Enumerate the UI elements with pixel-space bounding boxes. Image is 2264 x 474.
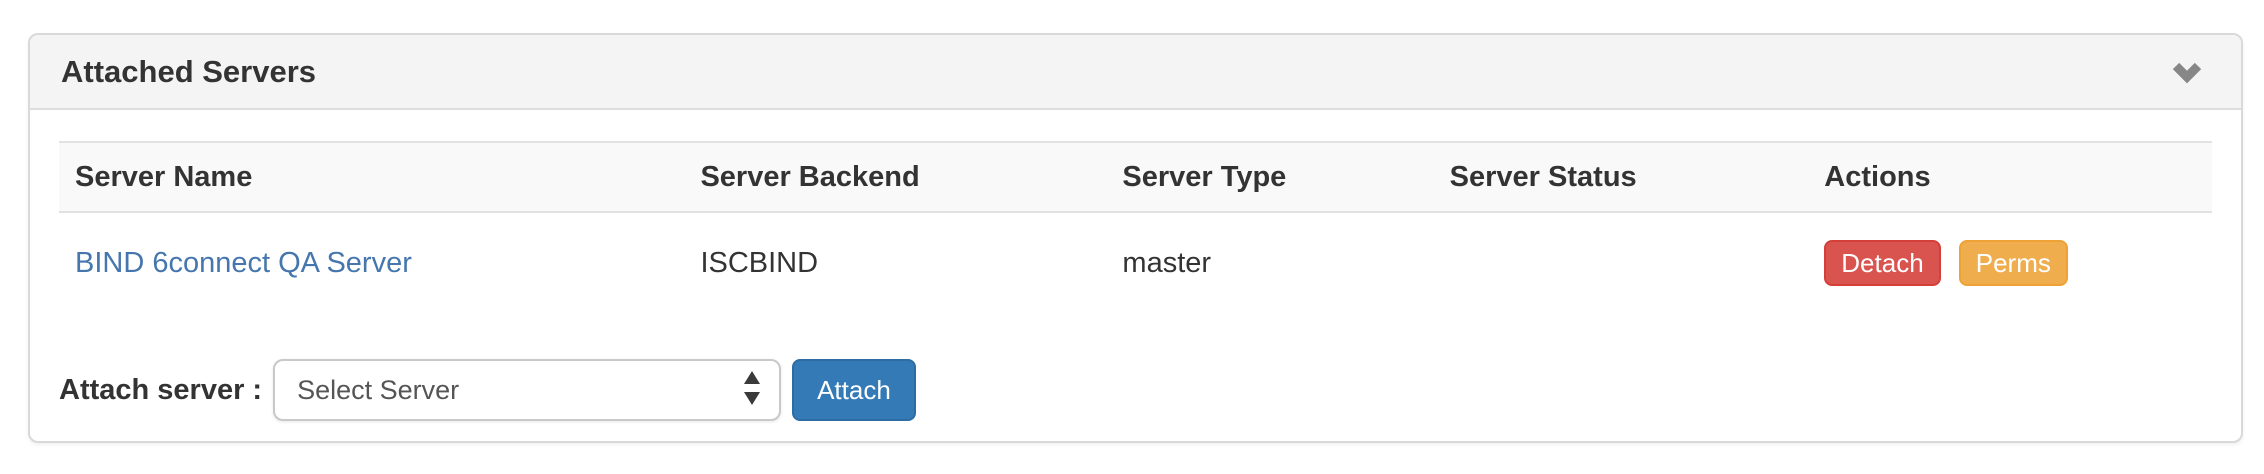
table-row: BIND 6connect QA Server ISCBIND master D… [59, 212, 2212, 309]
col-header-server-backend: Server Backend [684, 141, 1107, 213]
col-header-server-status: Server Status [1433, 141, 1809, 213]
chevron-down-icon[interactable] [2171, 59, 2203, 85]
server-select[interactable]: Select Server [273, 359, 782, 421]
panel-body: Server Name Server Backend Server Type S… [30, 110, 2241, 421]
cell-server-type: master [1122, 246, 1212, 279]
perms-button[interactable]: Perms [1958, 240, 2068, 286]
cell-server-backend: ISCBIND [700, 246, 819, 279]
cell-server-status [1434, 212, 1809, 309]
cell-actions: Detach Perms [1808, 212, 2212, 309]
server-name-link[interactable]: BIND 6connect QA Server [75, 246, 412, 279]
select-updown-arrows-icon [743, 369, 761, 412]
panel-heading: Attached Servers [30, 35, 2241, 110]
attach-server-label: Attach server : [59, 373, 263, 406]
server-select-value: Select Server [297, 374, 460, 405]
col-header-server-name: Server Name [59, 141, 685, 213]
detach-button[interactable]: Detach [1824, 240, 1941, 286]
table-header-row: Server Name Server Backend Server Type S… [59, 141, 2212, 213]
panel-title: Attached Servers [61, 53, 317, 89]
servers-table: Server Name Server Backend Server Type S… [59, 141, 2212, 309]
attach-server-form: Attach server : Select Server Attach [59, 359, 2212, 421]
attached-servers-panel: Attached Servers Server Name Server Back… [28, 33, 2243, 443]
cell-server-name: BIND 6connect QA Server [59, 212, 684, 309]
attach-button[interactable]: Attach [792, 359, 916, 421]
col-header-server-type: Server Type [1106, 141, 1434, 213]
col-header-actions: Actions [1808, 141, 2212, 213]
